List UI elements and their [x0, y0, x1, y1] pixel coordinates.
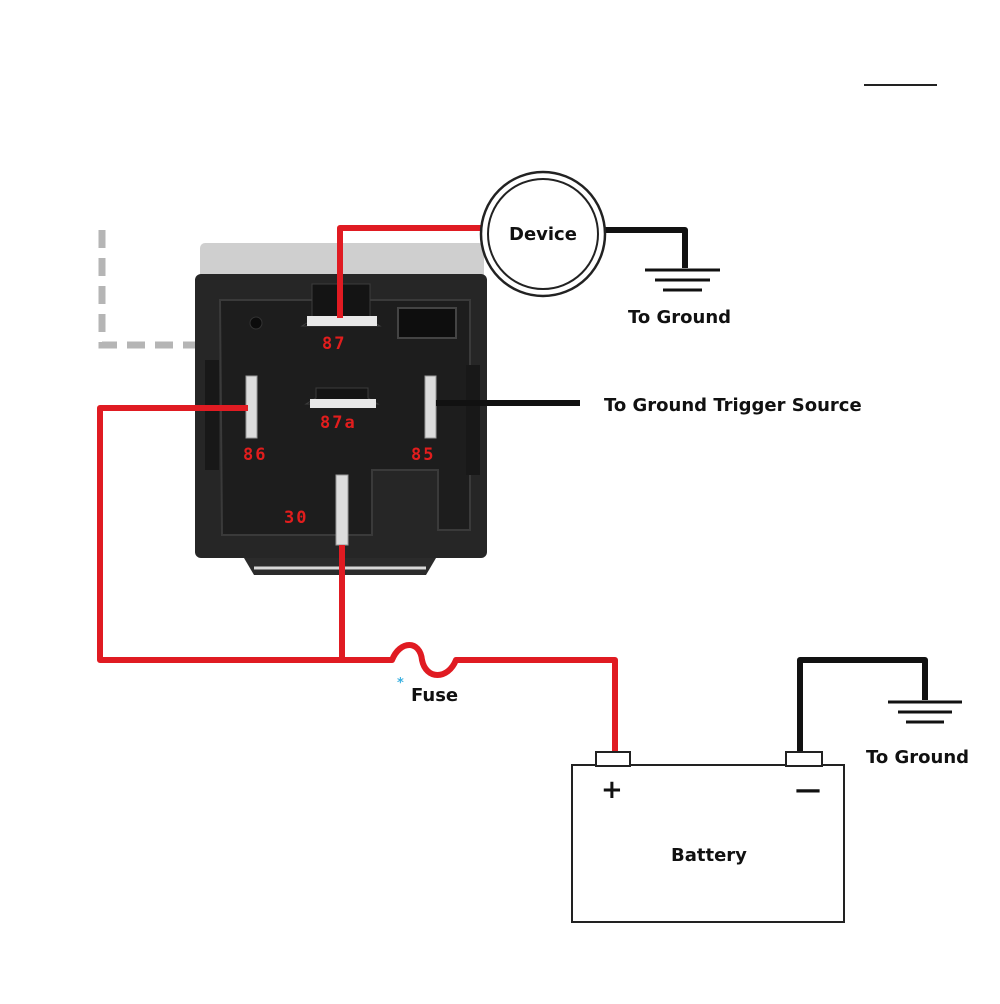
- terminal-30-blade: [335, 474, 349, 546]
- battery-label: Battery: [671, 845, 747, 866]
- wire-fuse-to-battery: [340, 642, 618, 752]
- wire-87-to-device: [337, 225, 482, 318]
- wire-device-ground: [603, 227, 688, 268]
- battery-positive-terminal: [595, 751, 631, 767]
- wire-battery-ground: [797, 657, 928, 752]
- trigger-source-label: To Ground Trigger Source: [604, 395, 862, 416]
- to-ground-top-label: To Ground: [628, 307, 732, 328]
- fuse-label: Fuse: [411, 685, 459, 706]
- battery-negative-terminal: [785, 751, 823, 767]
- fuse-asterisk: *: [397, 676, 404, 691]
- terminal-85-blade: [424, 375, 437, 439]
- red-wires: [97, 225, 618, 752]
- pin-85-label: 85: [411, 445, 436, 465]
- battery-minus-sign: —: [795, 775, 821, 805]
- to-ground-bottom-label: To Ground: [866, 747, 970, 768]
- ground-icon-bottom: [888, 700, 962, 724]
- ground-icon-top: [645, 268, 720, 292]
- black-wires: [436, 227, 928, 752]
- relay-slot: [397, 307, 457, 339]
- pin-87a-label: 87a: [320, 413, 357, 433]
- pin-86-label: 86: [243, 445, 268, 465]
- terminal-87-blade: [307, 316, 377, 326]
- pin-30-label: 30: [284, 508, 309, 528]
- relay-left-notch: [205, 360, 219, 470]
- wire-86-loop: [97, 405, 340, 663]
- device-label: Device: [509, 224, 577, 245]
- battery-plus-sign: +: [601, 775, 623, 805]
- device-inner-circle: [487, 178, 599, 290]
- relay-right-notch: [466, 365, 480, 475]
- battery-icon: [571, 751, 845, 923]
- terminal-87a-blade: [310, 399, 376, 408]
- pin-87-label: 87: [322, 334, 347, 354]
- relay-mount-hole: [249, 316, 263, 330]
- battery-body: [571, 764, 845, 923]
